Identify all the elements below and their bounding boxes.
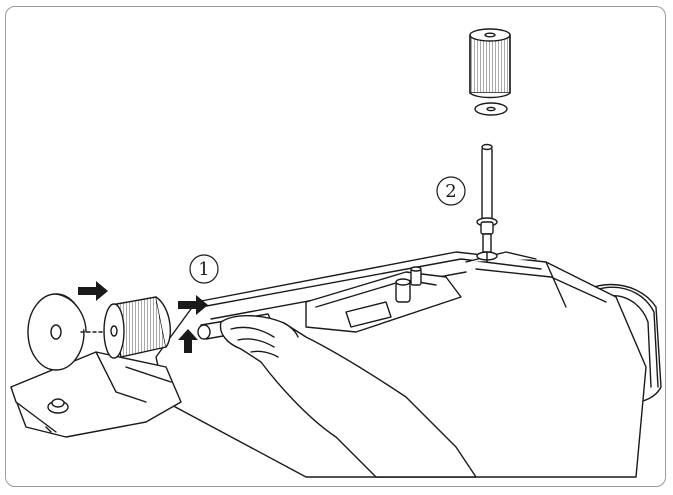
- step-1-label: 1: [198, 259, 209, 280]
- sewing-machine-illustration: 1 2: [10, 28, 662, 478]
- spool-cap: [27, 293, 87, 371]
- step-2-label: 2: [445, 181, 456, 202]
- illustration-frame: 1 2: [5, 6, 666, 487]
- arrow-right-icon: [178, 295, 208, 315]
- hand: [219, 314, 477, 478]
- machine-bed: [10, 351, 182, 438]
- spool-pin-vertical: [476, 143, 498, 263]
- spool-felt: [474, 102, 508, 116]
- arrow-right-icon: [78, 281, 108, 301]
- step-2-marker: 2: [436, 176, 466, 206]
- arrow-up-icon: [178, 329, 198, 353]
- step-1-marker: 1: [189, 254, 219, 284]
- thread-spool-left: [80, 296, 172, 359]
- stitch-knob: [45, 398, 69, 433]
- thread-spool-top: [469, 28, 511, 99]
- bobbin-winder: [305, 266, 462, 333]
